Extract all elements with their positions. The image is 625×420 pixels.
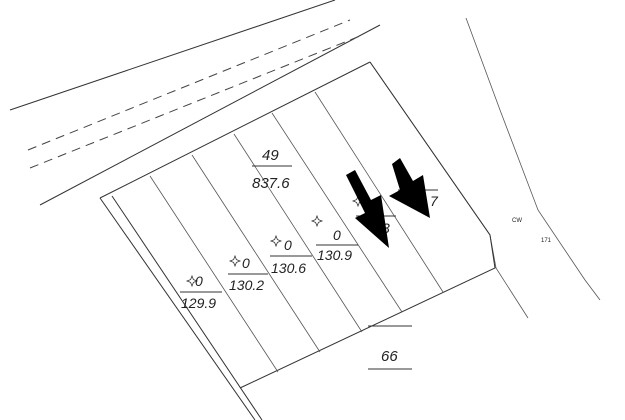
parcel-number: 66 xyxy=(381,348,398,365)
benchmark-icon xyxy=(269,234,283,248)
plot-number: 0 xyxy=(284,237,292,253)
plot-area: 130.9 xyxy=(317,247,352,263)
arrow-icon xyxy=(389,158,430,218)
plot-area: 130.2 xyxy=(229,277,264,293)
block-area: 837.6 xyxy=(252,175,290,192)
benchmark-icon xyxy=(310,214,324,228)
plot-area: 129.9 xyxy=(181,295,216,311)
block-label: 49 837.6 xyxy=(252,147,292,192)
plot-label-1: 0 129.9 xyxy=(180,273,222,311)
plot-label-4: 0 130.9 xyxy=(310,214,358,263)
plot-area-partial: 3 xyxy=(382,220,390,236)
small-label-171: 171 xyxy=(541,238,552,244)
block-number: 49 xyxy=(262,147,279,164)
block-outline xyxy=(99,61,496,420)
plot-number: 0 xyxy=(242,255,250,271)
lower-parcel-label: 66 xyxy=(368,325,412,370)
arrow-icon xyxy=(346,170,389,248)
plot-area: 130.6 xyxy=(271,260,306,276)
benchmark-icon xyxy=(185,274,199,288)
road-corridor xyxy=(9,0,381,206)
benchmark-icon xyxy=(228,254,242,268)
plot-number: 0 xyxy=(333,227,341,243)
plot-label-3: 0 130.6 xyxy=(269,234,312,276)
plot-number: 0 xyxy=(195,273,203,289)
plot-label-2: 0 130.2 xyxy=(228,254,268,293)
small-label-cw: CW xyxy=(512,218,522,224)
plot-area-partial: 7 xyxy=(430,193,439,209)
plot-divisions xyxy=(149,91,444,373)
